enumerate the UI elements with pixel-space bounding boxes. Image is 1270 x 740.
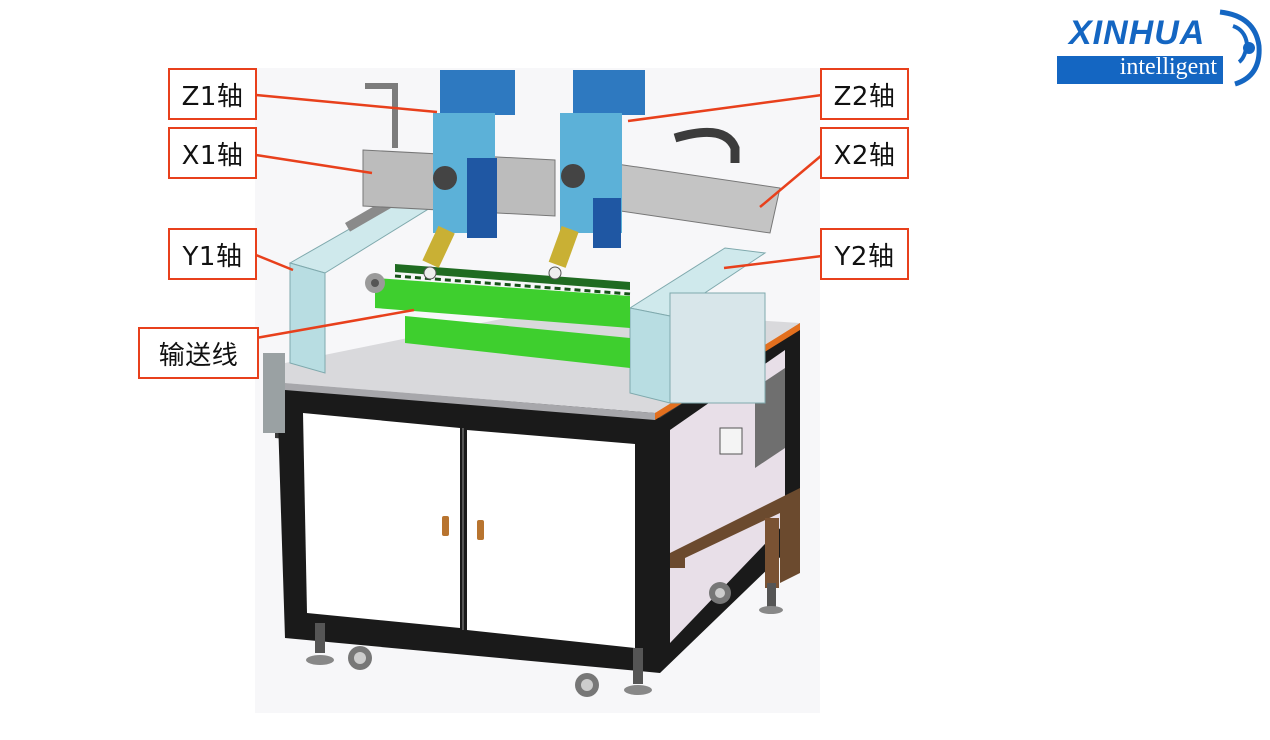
- logo-bar: intelligent: [1057, 54, 1223, 84]
- logo-brand: XINHUA: [1069, 14, 1206, 52]
- xinhua-logo: XINHUA intelligent: [1055, 6, 1265, 88]
- logo-tagline: intelligent: [1119, 54, 1217, 80]
- globe-icon: [1219, 9, 1262, 87]
- label-z2-axis: Z2轴: [820, 68, 909, 120]
- label-conveyor: 输送线: [138, 327, 259, 379]
- machine-illustration: [255, 68, 820, 713]
- label-z1-axis: Z1轴: [168, 68, 257, 120]
- label-x2-axis: X2轴: [820, 127, 909, 179]
- label-y2-axis: Y2轴: [820, 228, 909, 280]
- label-x1-axis: X1轴: [168, 127, 257, 179]
- label-y1-axis: Y1轴: [168, 228, 257, 280]
